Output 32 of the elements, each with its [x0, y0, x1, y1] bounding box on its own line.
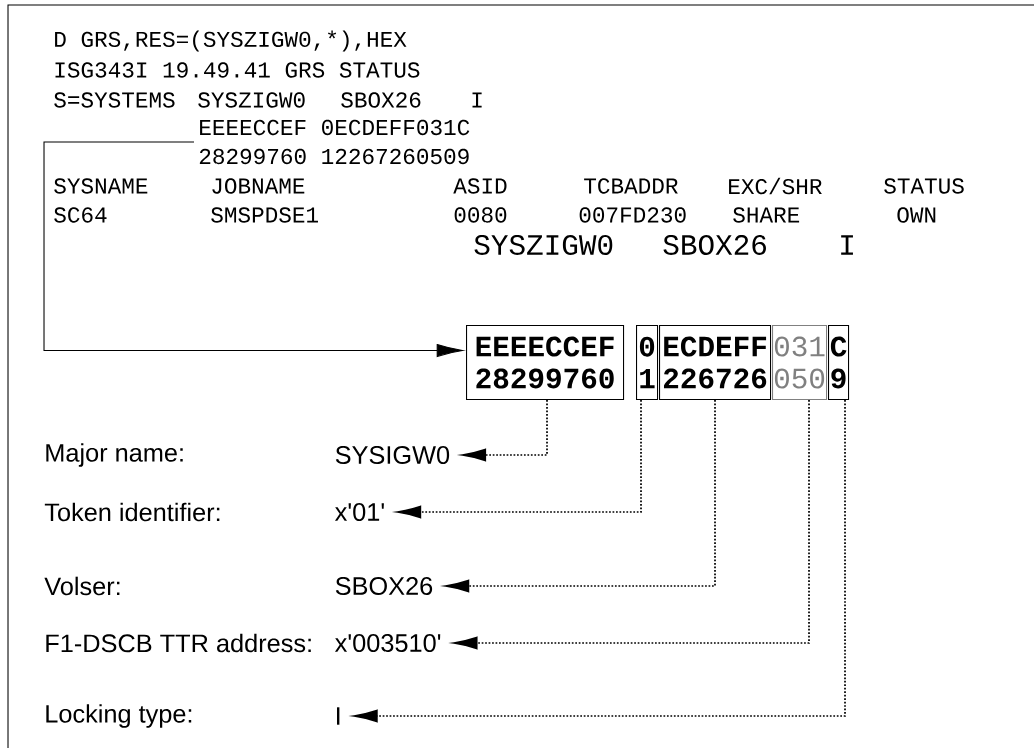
column-value: OWN [897, 207, 936, 223]
field-label: F1-DSCB TTR address: [46, 633, 311, 653]
column-header: ASID [453, 178, 507, 194]
column-value: 007FD230 [579, 207, 686, 223]
field-value: x'003510' [334, 634, 441, 652]
column-header: STATUS [884, 178, 964, 194]
field-heading: SBOX26 [663, 235, 766, 255]
field-label: Locking type: [46, 704, 192, 728]
field-heading: I [841, 235, 853, 255]
field-value: x'01' [334, 503, 384, 521]
field-value: I [337, 707, 340, 725]
column-header: TCBADDR [584, 178, 678, 194]
field-value: SBOX26 [335, 577, 433, 595]
field-heading: SYSZIGW0 [474, 235, 613, 255]
console-text: D GRS,RES=(SYSZIGW0,*),HEX [55, 30, 407, 52]
console-text: ISG343I 19.49.41 GRS STATUS [55, 62, 420, 78]
hex-digit-box: 031 050 [772, 325, 828, 401]
console-text: SYSZIGW0 [198, 92, 305, 108]
column-value: 0080 [454, 207, 507, 223]
field-label: Token identifier: [44, 502, 220, 522]
hex-digit-box: 0 1 [636, 325, 659, 401]
hex-digit-box: ECDEFF 226726 [659, 325, 772, 401]
field-value: SYSIGW0 [335, 446, 450, 464]
console-text: S=SYSTEMS [54, 92, 175, 108]
field-label: Major name: [46, 443, 183, 467]
hex-digit-box: EEEECCEF 28299760 [466, 325, 625, 401]
hex-digit-box: C 9 [828, 325, 850, 401]
column-header: EXC/SHR [729, 177, 822, 195]
column-value: SHARE [733, 207, 800, 223]
console-text: I [472, 92, 482, 108]
console-text: SBOX26 [341, 92, 421, 108]
field-label: Volser: [44, 576, 120, 596]
